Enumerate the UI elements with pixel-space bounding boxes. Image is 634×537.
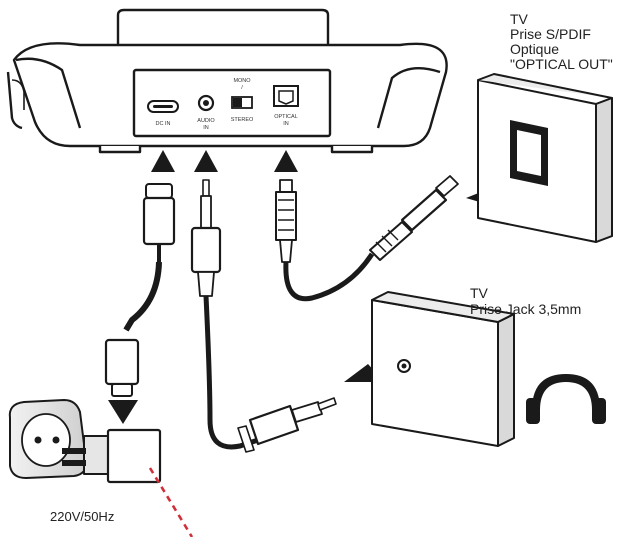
switch-label-stereo: STEREO xyxy=(231,117,254,123)
arrow-up-icon xyxy=(151,150,175,172)
optical-in-label-1: OPTICAL xyxy=(274,114,298,120)
tv-optical-panel xyxy=(477,73,613,243)
arrow-down-icon xyxy=(108,400,138,424)
arrow-up-icon xyxy=(274,150,298,172)
dc-in-label: DC IN xyxy=(156,121,171,127)
wall-socket-icon xyxy=(8,399,88,479)
tv-jack-line-2: Prise Jack 3,5mm xyxy=(470,301,582,317)
headphones-icon xyxy=(526,374,606,424)
tv-optical-line-3: Optique xyxy=(510,41,560,57)
dc-in-port xyxy=(147,100,179,113)
optical-in-label-2: IN xyxy=(283,121,289,127)
tv-optical-line-4: "OPTICAL OUT" xyxy=(510,56,613,72)
tv-optical-line-1: TV xyxy=(510,11,528,27)
switch-label-mono: MONO xyxy=(233,78,251,84)
power-adapter-icon xyxy=(62,428,162,484)
audio-in-port xyxy=(197,94,215,112)
base-station xyxy=(6,8,448,154)
usb-c-cable xyxy=(104,183,176,397)
switch-label-slash: / xyxy=(241,85,243,91)
audio-in-label-2: IN xyxy=(203,125,209,131)
mono-stereo-switch xyxy=(231,96,253,109)
voltage-label: 220V/50Hz xyxy=(50,509,115,524)
audio-in-label-1: AUDIO xyxy=(197,118,215,124)
tv-jack-label: TV Prise Jack 3,5mm xyxy=(470,285,581,317)
tv-jack-panel xyxy=(371,291,515,447)
optical-cable xyxy=(275,175,459,302)
power-cord-line xyxy=(148,467,194,537)
tv-jack-line-1: TV xyxy=(470,285,488,301)
tv-optical-line-2: Prise S/PDIF xyxy=(510,26,591,42)
arrow-up-icon xyxy=(194,150,218,172)
audio-jack-cable xyxy=(190,179,337,453)
optical-in-port xyxy=(273,85,299,107)
tv-optical-label: TV Prise S/PDIF Optique "OPTICAL OUT" xyxy=(510,12,613,72)
